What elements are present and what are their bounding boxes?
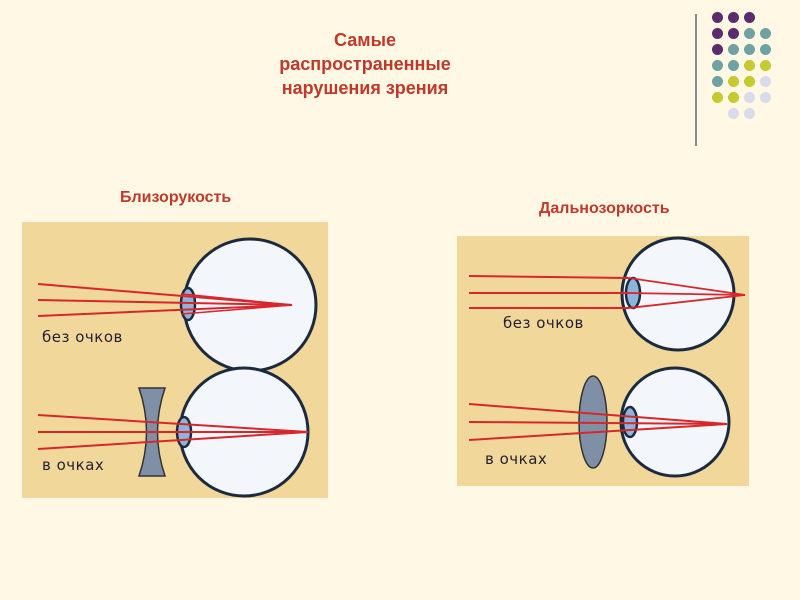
- dot: [728, 44, 739, 55]
- decorative-dot-grid: [712, 12, 772, 128]
- dot: [744, 92, 755, 103]
- slide-title: Самые распространенные нарушения зрения: [240, 28, 490, 100]
- hyperopia-label: Дальнозоркость: [539, 200, 670, 217]
- dot: [744, 60, 755, 71]
- decorative-divider: [695, 14, 697, 146]
- title-line-2: распространенные: [279, 54, 451, 74]
- dot: [728, 12, 739, 23]
- dot: [760, 76, 771, 87]
- dot: [728, 28, 739, 39]
- dot: [744, 76, 755, 87]
- dot: [744, 108, 755, 119]
- dot: [712, 60, 723, 71]
- dot: [760, 60, 771, 71]
- hyperopia-without-glasses-caption: без очков: [503, 314, 584, 332]
- dot: [728, 76, 739, 87]
- title-line-1: Самые: [334, 30, 396, 50]
- dot: [728, 60, 739, 71]
- dot: [744, 28, 755, 39]
- dot: [712, 92, 723, 103]
- title-line-3: нарушения зрения: [281, 78, 449, 98]
- eye-without-glasses: [37, 237, 318, 373]
- eye-with-glasses: [468, 366, 731, 478]
- myopia-diagram: без очков в очках: [22, 222, 328, 498]
- dot: [728, 92, 739, 103]
- hyperopia-diagram: без очков в очках: [457, 236, 749, 486]
- myopia-label: Близорукость: [120, 189, 232, 206]
- dot: [744, 12, 755, 23]
- dot: [728, 108, 739, 119]
- myopia-with-glasses-caption: в очках: [42, 456, 105, 474]
- dot: [744, 44, 755, 55]
- dot: [712, 28, 723, 39]
- myopia-without-glasses-caption: без очков: [42, 328, 123, 346]
- dot: [760, 44, 771, 55]
- dot: [712, 76, 723, 87]
- hyperopia-with-glasses-caption: в очках: [485, 450, 548, 468]
- dot: [760, 92, 771, 103]
- dot: [760, 28, 771, 39]
- dot: [712, 44, 723, 55]
- dot: [712, 12, 723, 23]
- eye-with-glasses: [37, 366, 310, 498]
- eye-without-glasses: [468, 236, 746, 352]
